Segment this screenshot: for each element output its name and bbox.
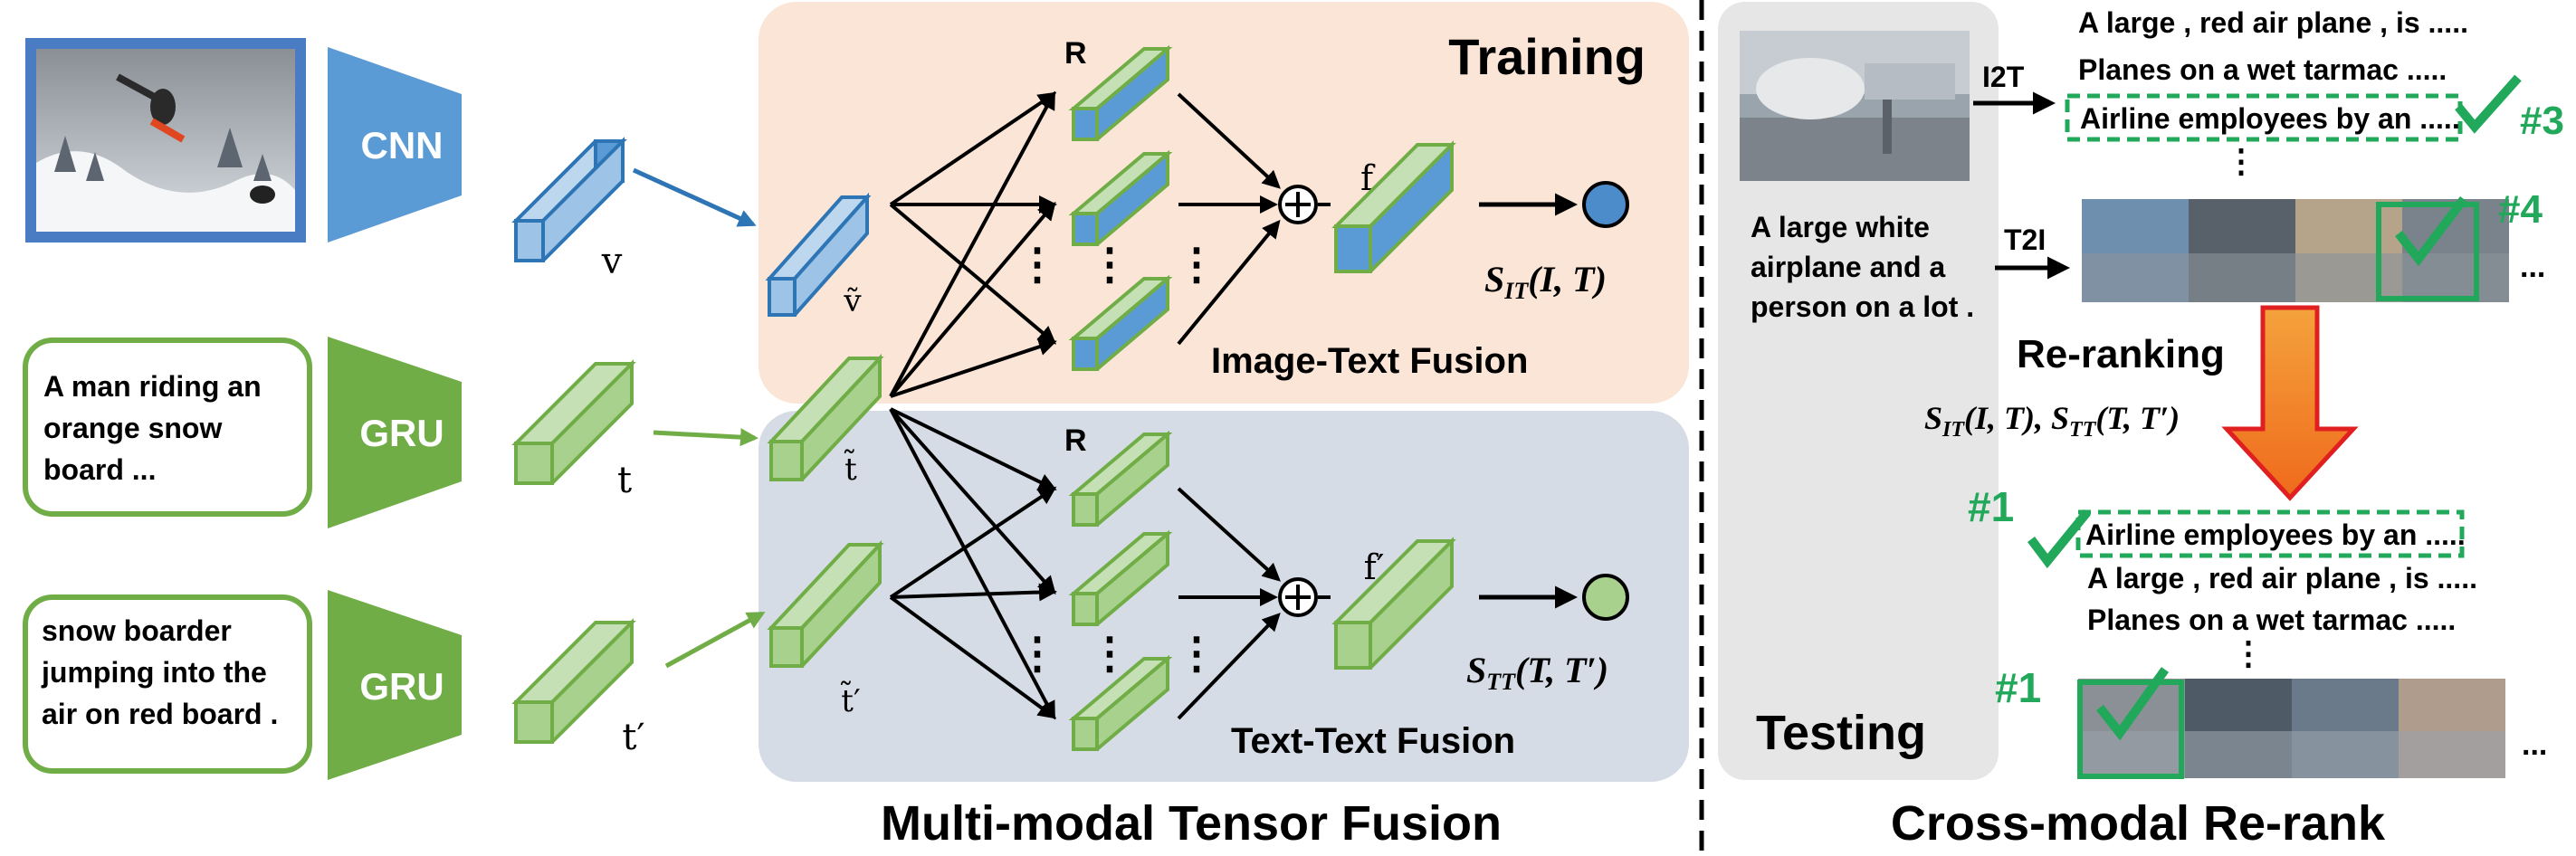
text-text-fusion-label: Text-Text Fusion <box>1231 721 1515 761</box>
input-image-snowboard <box>25 38 306 243</box>
vector-v <box>511 137 627 262</box>
vector-v-tilde <box>765 192 872 317</box>
highlight-image-before <box>2376 202 2479 301</box>
gru-label-2: GRU <box>359 665 444 708</box>
vdots-top-3: ⋮ <box>1175 241 1218 289</box>
check-icon-before <box>2455 74 2522 134</box>
query-text-line-2: airplane and a <box>1751 251 1945 283</box>
label-t-tilde: t̃ <box>844 449 857 488</box>
rerank-label: Re-ranking <box>2017 332 2225 376</box>
arrow-v-to-vtilde <box>632 167 757 227</box>
vector-t-prime <box>511 618 636 744</box>
rank-after-text: #1 <box>1968 483 2014 530</box>
highlight-image-after <box>2077 680 2184 779</box>
caption-1-line-2: orange snow <box>43 412 222 444</box>
query-image-airport <box>1740 31 1970 181</box>
cnn-encoder <box>328 47 462 243</box>
gru-encoder-1 <box>328 337 462 528</box>
testing-panel <box>1718 2 1999 780</box>
gru-encoder-2 <box>328 590 462 780</box>
gru-label-1: GRU <box>359 412 444 454</box>
caption-2-line-1: snow boarder <box>42 614 232 647</box>
retrieved-before-2: Planes on a wet tarmac ..... <box>2078 53 2447 86</box>
rerank-section-title: Cross-modal Re-rank <box>1891 796 2386 851</box>
retrieved-after-1: Airline employees by an ..... <box>2085 518 2466 551</box>
rerank-scores: SIT(I, T), STT(T, T′) <box>1924 400 2180 442</box>
testing-label: Testing <box>1756 706 1926 760</box>
vector-t-prime-tilde <box>767 539 884 668</box>
cnn-label: CNN <box>361 124 444 166</box>
arrow-tprime-to-tprimetilde <box>664 611 766 669</box>
vector-f <box>1331 140 1456 273</box>
vdots-bottom-1: ⋮ <box>1016 630 1059 678</box>
r-label-top: R <box>1064 36 1087 71</box>
sum-input-arrows <box>1177 92 1281 720</box>
check-icon-after <box>2027 509 2091 569</box>
vdots-top-1: ⋮ <box>1016 241 1059 289</box>
label-t: t <box>617 460 632 501</box>
label-t-prime: t′ <box>622 717 644 758</box>
caption-1-line-1: A man riding an <box>43 370 262 403</box>
retrieved-after-3: Planes on a wet tarmac ..... <box>2087 604 2456 636</box>
training-label: Training <box>1448 28 1646 85</box>
caption-2-line-3: air on red board . <box>42 698 278 730</box>
image-strip-after <box>2078 679 2505 778</box>
retrieved-before-1: A large , red air plane , is ..... <box>2078 6 2468 39</box>
vdots-top-2: ⋮ <box>1088 241 1131 289</box>
vdots-bottom-2: ⋮ <box>1088 630 1131 678</box>
multimodal-section-title: Multi-modal Tensor Fusion <box>881 796 1502 851</box>
arrow-t-to-ttilde <box>653 428 758 447</box>
vector-t-tilde <box>767 353 884 481</box>
i2t-label: I2T <box>1982 61 2025 93</box>
vdots-retrieved-1: ⋮ <box>2225 142 2257 179</box>
image-text-fusion-label: Image-Text Fusion <box>1211 341 1528 381</box>
score-node-it <box>1582 181 1629 228</box>
caption-box-1 <box>23 338 312 517</box>
caption-box-2 <box>23 594 312 774</box>
vdots-bottom-3: ⋮ <box>1175 630 1218 678</box>
ellipsis-images-after: ... <box>2522 728 2547 762</box>
image-rank-before: #4 <box>2498 187 2543 232</box>
label-v: v <box>601 241 623 282</box>
check-icon-image-after <box>2096 667 2170 741</box>
query-text-line-1: A large white <box>1751 211 1930 243</box>
projection-cuboids-top <box>1068 44 1173 371</box>
vector-f-prime <box>1331 537 1456 670</box>
caption-2-line-2: jumping into the <box>41 656 267 689</box>
vector-t <box>511 359 636 485</box>
rank-before: #3 <box>2520 99 2564 143</box>
fanout-arrows-top <box>889 90 1057 398</box>
projection-cuboids-bottom <box>1068 430 1173 751</box>
sum-node-bottom <box>1278 577 1318 617</box>
image-strip-before <box>2082 199 2509 302</box>
ellipsis-images-before: ... <box>2520 250 2545 284</box>
query-text-line-3: person on a lot . <box>1751 290 1974 323</box>
highlight-after <box>2075 509 2465 558</box>
t2i-label: T2I <box>2004 224 2046 256</box>
rank-after-image: #1 <box>1995 664 2041 711</box>
retrieved-before-3: Airline employees by an ..... <box>2080 102 2460 135</box>
score-node-tt <box>1582 574 1629 621</box>
vdots-retrieved-2: ⋮ <box>2232 634 2265 671</box>
sum-node-top <box>1278 185 1318 224</box>
caption-1-line-3: board ... <box>43 453 156 486</box>
rerank-arrow <box>2221 305 2359 501</box>
label-t-prime-tilde: t̃′ <box>840 680 861 719</box>
score-it: SIT(I, T) <box>1484 259 1607 304</box>
score-tt: STT(T, T′) <box>1466 650 1608 695</box>
label-v-tilde: ṽ <box>843 283 862 319</box>
r-label-bottom: R <box>1064 423 1087 458</box>
retrieved-after-2: A large , red air plane , is ..... <box>2087 562 2477 594</box>
fanout-arrows-bottom <box>889 407 1057 720</box>
check-icon-image-before <box>2395 195 2467 267</box>
